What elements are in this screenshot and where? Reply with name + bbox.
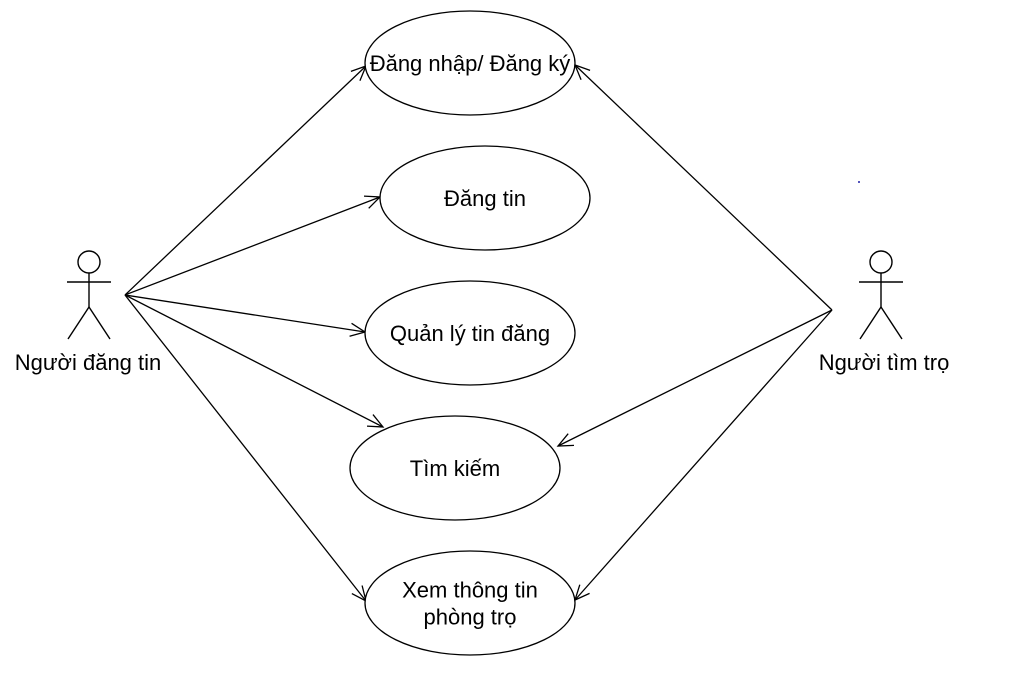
association-line — [574, 309, 833, 601]
actor-seeker: Người tìm trọ — [819, 250, 950, 375]
association-line — [124, 294, 384, 428]
use-case-ellipse — [349, 415, 561, 521]
use-case-label: Xem thông tin — [402, 578, 538, 603]
use-case-ellipse — [364, 280, 576, 386]
use-case-label: Quản lý tin đăng — [390, 321, 550, 346]
association-poster-login — [124, 64, 368, 296]
association-line — [574, 64, 833, 311]
actors: Người đăng tin Người tìm trọ — [15, 250, 950, 375]
association-seeker-search — [556, 309, 833, 447]
use-case-ellipse — [379, 145, 591, 251]
actor-label: Người tìm trọ — [819, 350, 950, 375]
stray-dot — [858, 181, 860, 183]
stick-figure-icon — [859, 250, 903, 340]
use-case-label: Đăng tin — [444, 186, 526, 211]
use-case-label: Đăng nhập/ Đăng ký — [370, 51, 571, 76]
actor-poster: Người đăng tin — [15, 250, 162, 375]
arrowhead — [556, 433, 575, 447]
use-case-manage: Quản lý tin đăng — [364, 280, 576, 386]
association-seeker-login — [573, 63, 833, 311]
association-line — [557, 309, 833, 447]
association-poster-search — [124, 294, 385, 428]
use-case-label: phòng trọ — [424, 605, 517, 630]
association-poster-manage — [124, 294, 367, 337]
use-case-post: Đăng tin — [379, 145, 591, 251]
use-case-login: Đăng nhập/ Đăng ký — [364, 10, 576, 116]
association-poster-view — [124, 294, 367, 603]
association-seeker-view — [573, 309, 833, 602]
association-line — [124, 65, 367, 296]
use-case-ellipse — [364, 10, 576, 116]
association-line — [124, 294, 367, 602]
stick-figure-icon — [67, 250, 111, 340]
arrowhead — [366, 414, 385, 428]
association-line — [124, 294, 366, 333]
actor-label: Người đăng tin — [15, 350, 162, 375]
associations — [124, 63, 833, 603]
use-case-ellipse — [364, 550, 576, 656]
association-line — [124, 196, 381, 296]
use-case-search: Tìm kiếm — [349, 415, 561, 521]
use-case-label: Tìm kiếm — [410, 456, 500, 481]
association-poster-post — [124, 195, 382, 296]
